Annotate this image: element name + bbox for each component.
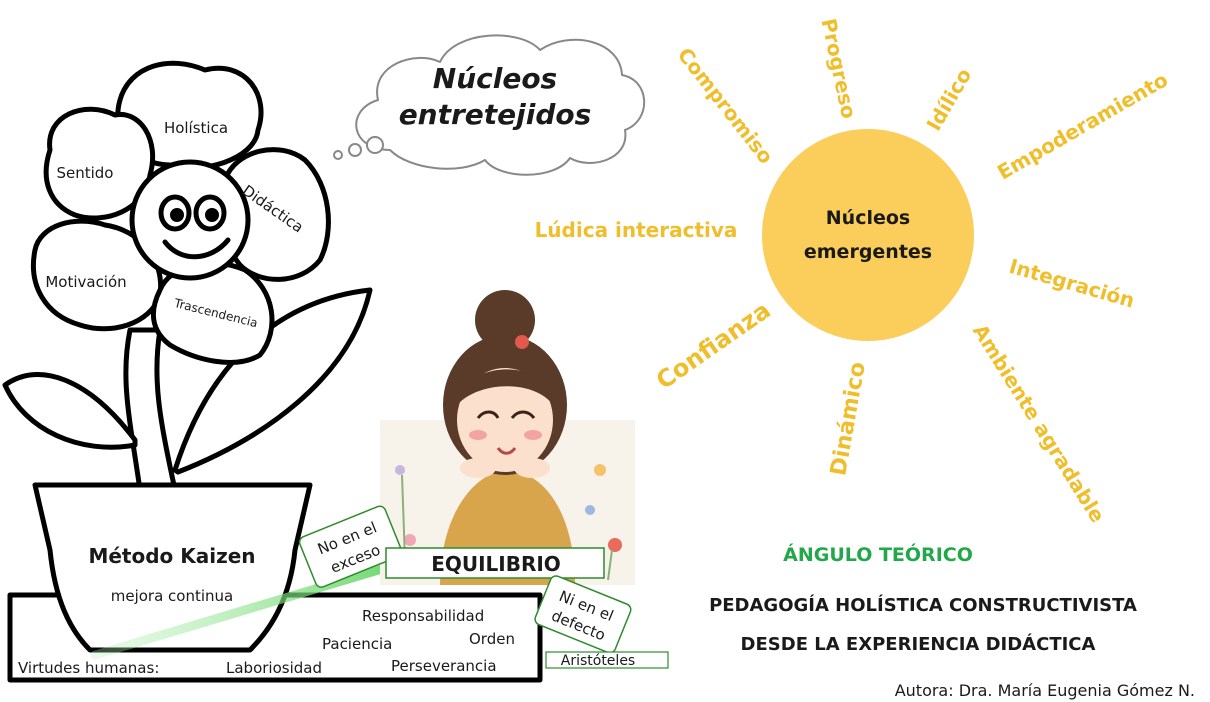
ray-idilico: Idílico [922, 64, 977, 135]
ni-defecto-tag: Ni en el defecto [534, 575, 632, 654]
ray-ambiente: Ambiente agradable [968, 320, 1110, 527]
ray-compromiso: Compromiso [673, 43, 778, 169]
virtue-paciencia: Paciencia [322, 635, 392, 653]
thought-cloud: Núcleos entretejidos [333, 34, 646, 176]
virtue-perseverancia: Perseverancia [391, 657, 497, 675]
arrow-icon [90, 560, 400, 660]
petal-label-motivacion: Motivación [45, 273, 126, 291]
sun-circle [762, 129, 974, 341]
aristoteles-label: Aristóteles [561, 653, 635, 669]
sun-center-line-2: emergentes [804, 241, 932, 263]
no-exceso-tag: No en el exceso [298, 505, 403, 588]
ray-empoderamiento: Empoderamiento [993, 67, 1172, 184]
ray-confianza: Confianza [651, 296, 776, 395]
angle-title: ÁNGULO TEÓRICO [783, 542, 973, 566]
virtues-label: Virtudes humanas: [18, 659, 159, 677]
virtues: Virtudes humanas: Laboriosidad Paciencia… [18, 607, 515, 677]
author-credit: Autora: Dra. María Eugenia Gómez N. [895, 681, 1195, 700]
virtue-orden: Orden [469, 630, 515, 648]
angle-line-2: DESDE LA EXPERIENCIA DIDÁCTICA [741, 633, 1096, 655]
flower-leaf-right [172, 287, 373, 475]
aristoteles-box [545, 651, 669, 669]
virtue-laboriosidad: Laboriosidad [226, 659, 322, 677]
sun-center-line-1: Núcleos [826, 207, 910, 229]
angle-line-1: PEDAGOGÍA HOLÍSTICA CONSTRUCTIVISTA [709, 594, 1137, 616]
petal-label-holistica: Holística [164, 119, 228, 137]
ray-progreso: Progreso [817, 16, 862, 120]
pot-subtitle: mejora continua [111, 587, 234, 605]
virtue-responsabilidad: Responsabilidad [362, 607, 484, 625]
pot-title: Método Kaizen [88, 544, 255, 568]
petal-label-sentido: Sentido [56, 164, 113, 182]
flower-leaf-left [2, 371, 138, 450]
flower: Holística Sentido Didáctica Motivación T… [2, 60, 373, 493]
ray-ludica: Lúdica interactiva [535, 218, 738, 242]
equilibrio-label: EQUILIBRIO [431, 552, 561, 576]
equilibrio-box [385, 547, 605, 579]
girl-illustration [380, 290, 635, 585]
ray-dinamico: Dinámico [826, 360, 871, 478]
smile-icon [162, 237, 231, 260]
cloud-line-2: entretejidos [399, 98, 592, 131]
ray-integracion: Integración [1007, 254, 1138, 313]
flower-stem [123, 327, 178, 493]
cloud-line-1: Núcleos [433, 62, 557, 95]
